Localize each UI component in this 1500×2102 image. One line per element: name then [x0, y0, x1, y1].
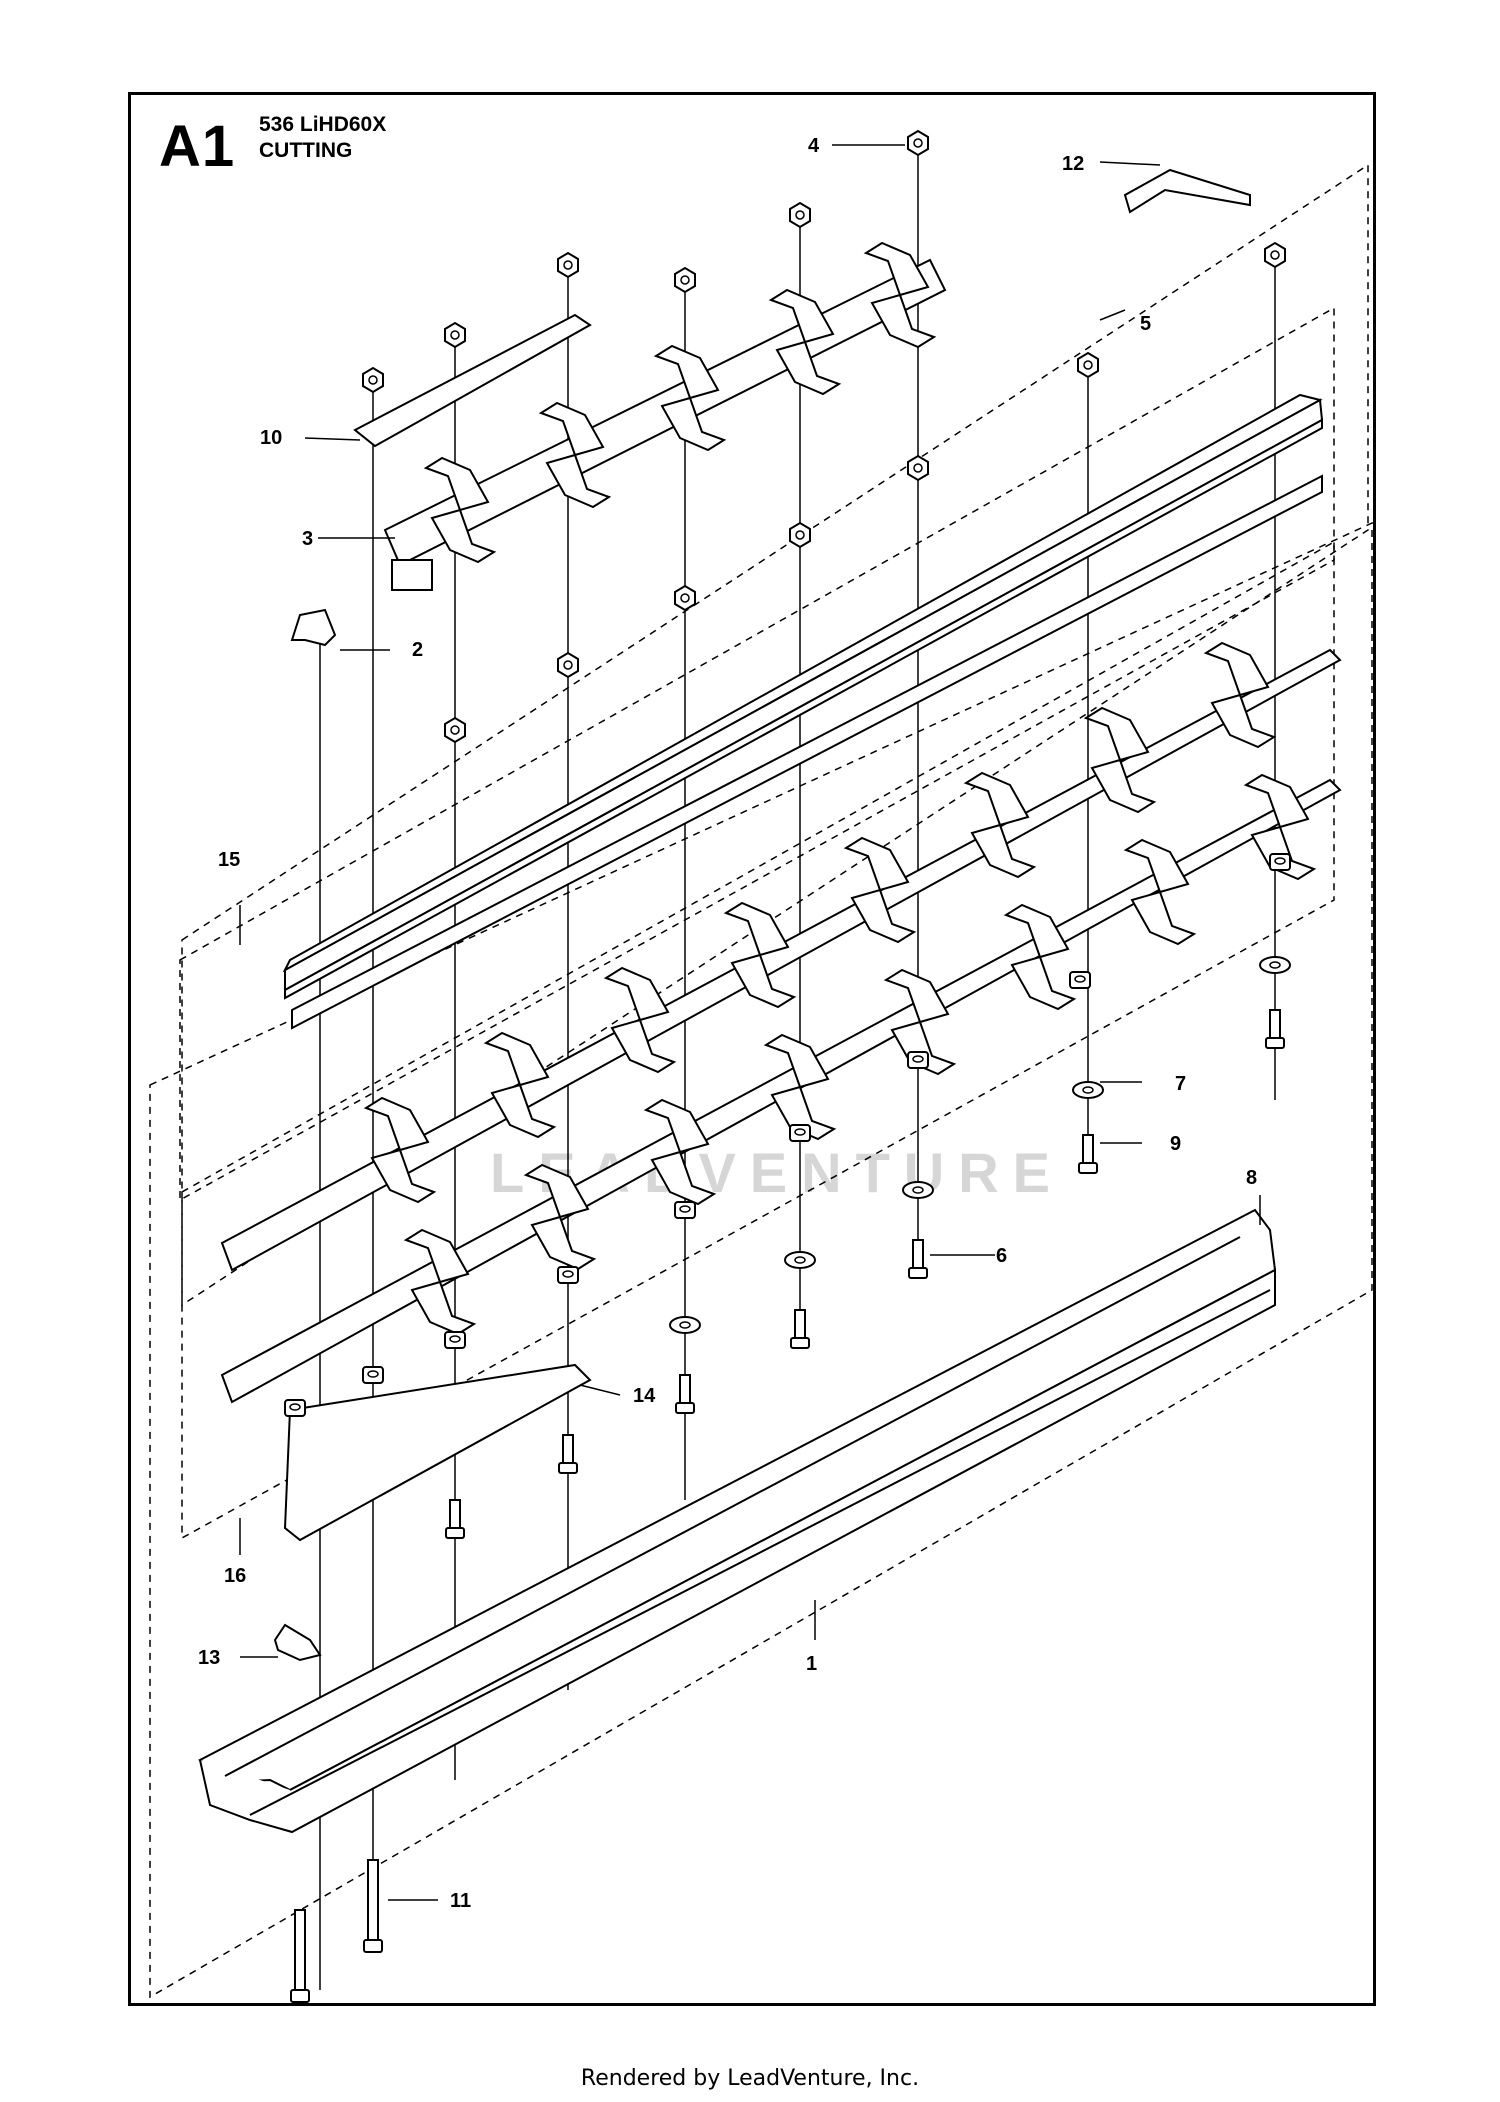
- part-clip-13: [273, 1623, 322, 1662]
- footer-credit: Rendered by LeadVenture, Inc.: [580, 2066, 920, 2091]
- part-strip: [283, 1363, 592, 1542]
- callout-7: 7: [1175, 1073, 1186, 1095]
- model-name: 536 LiHD60X: [259, 113, 387, 136]
- assembly-outline-16: [179, 306, 1335, 1540]
- callout-numbers: 4 12 5 10 3 2 15 7 9 8 6 14 16 1 13 11: [198, 135, 1257, 1912]
- callout-10: 10: [260, 427, 282, 449]
- diagram-frame: A1 536 LiHD60X CUTTING: [128, 92, 1376, 2006]
- part-guide-bar: [282, 393, 1324, 1030]
- callout-8: 8: [1246, 1167, 1257, 1189]
- section-id: A1: [159, 114, 236, 179]
- callout-15: 15: [218, 849, 240, 871]
- part-blade-guard: [198, 1208, 1277, 1834]
- callout-5: 5: [1140, 313, 1151, 335]
- callout-1: 1: [806, 1653, 817, 1675]
- part-lower-blades: [220, 642, 1342, 1404]
- callout-12: 12: [1062, 153, 1084, 175]
- callout-leaders: [239, 144, 1261, 1901]
- callout-2: 2: [412, 639, 423, 661]
- callout-4: 4: [808, 135, 820, 157]
- part-key-tool: [1123, 168, 1251, 214]
- fastener-nuts: [362, 130, 1286, 743]
- part-clip-2: [290, 608, 337, 647]
- part-link-plate: [353, 313, 592, 448]
- section-name: CUTTING: [259, 139, 353, 162]
- callout-16: 16: [224, 1565, 246, 1587]
- callout-3: 3: [302, 528, 313, 550]
- callout-9: 9: [1170, 1133, 1181, 1155]
- assembly-outline-15: [149, 163, 1373, 1999]
- callout-14: 14: [633, 1385, 656, 1407]
- callout-11: 11: [450, 1890, 471, 1912]
- callout-6: 6: [996, 1245, 1007, 1267]
- part-upper-blade: [383, 242, 947, 591]
- callout-13: 13: [198, 1647, 220, 1669]
